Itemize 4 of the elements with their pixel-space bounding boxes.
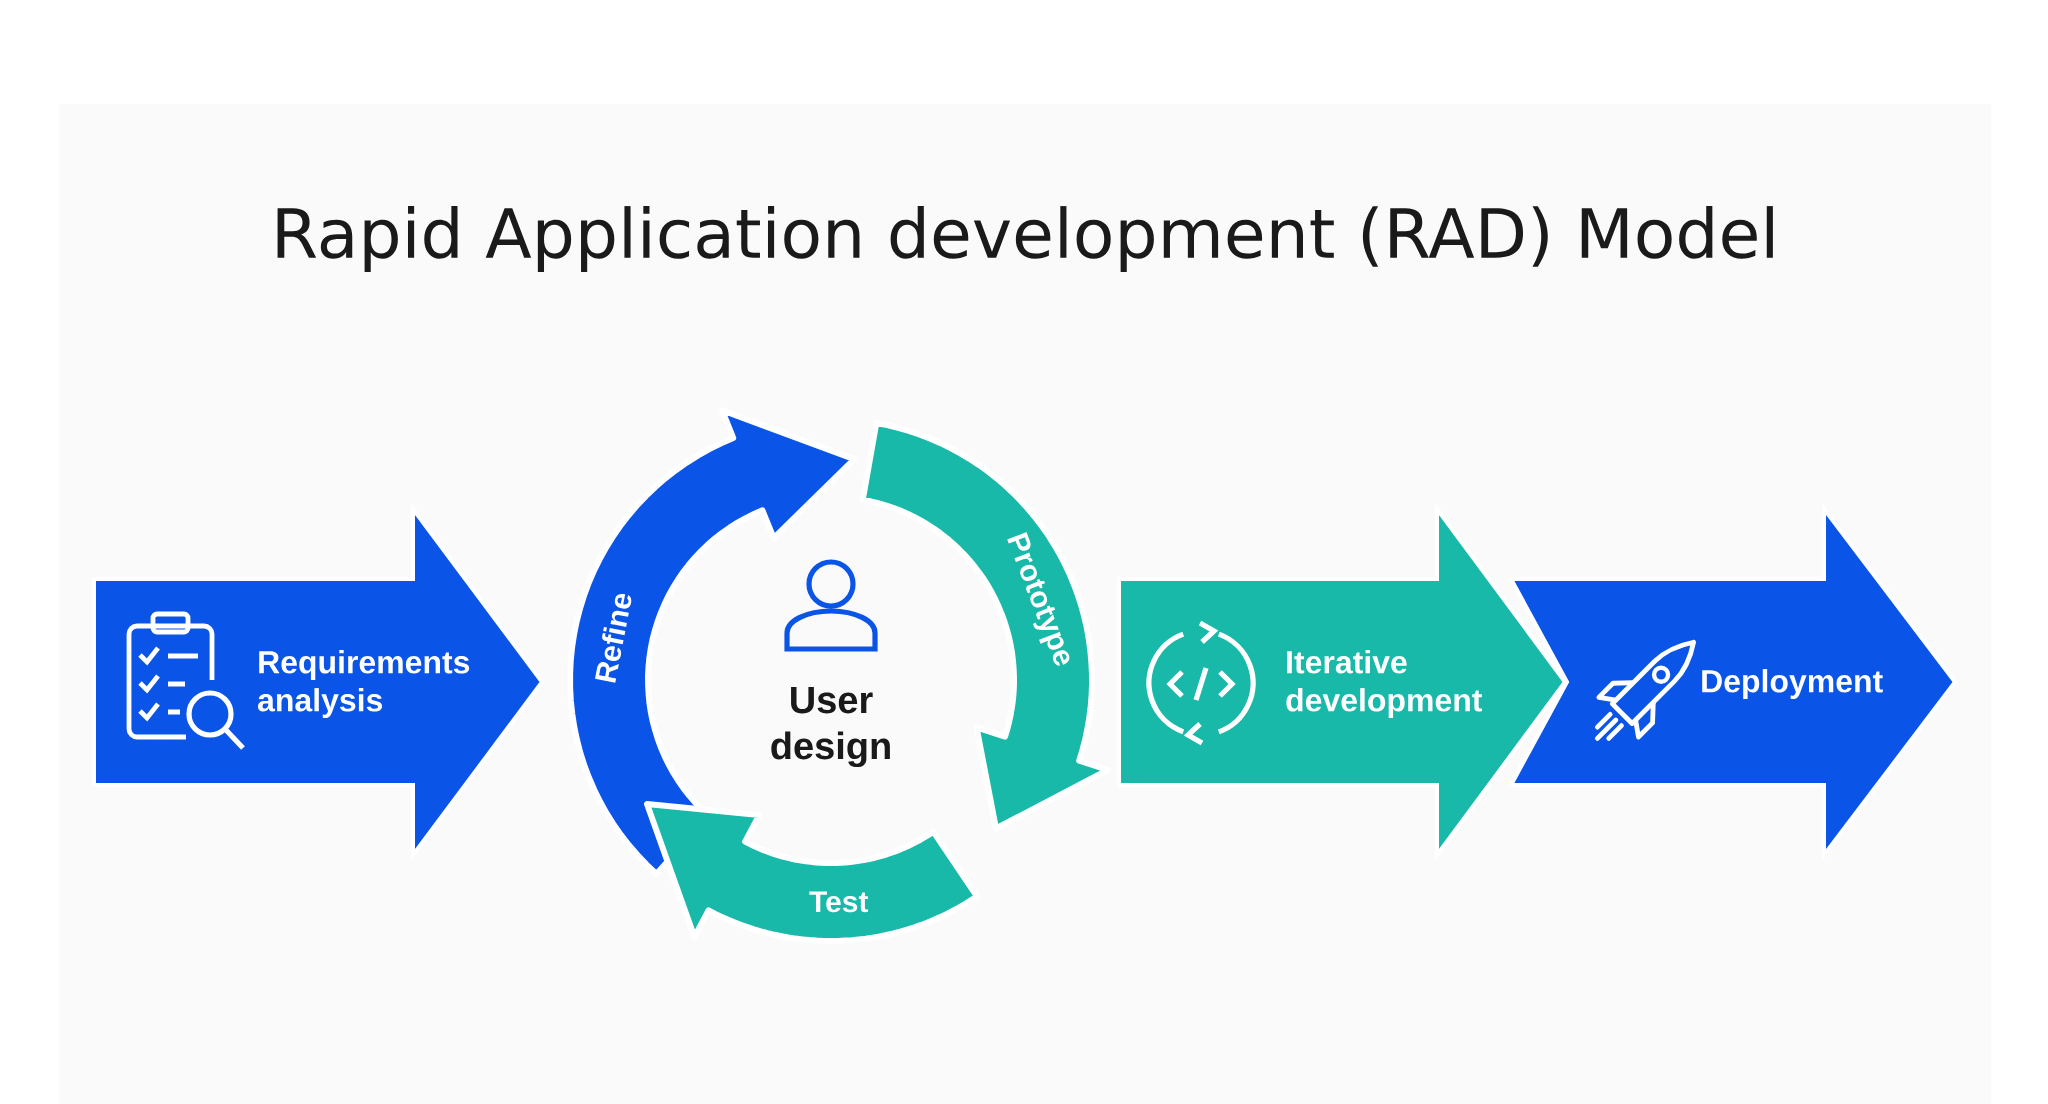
cycle-segment: Test: [644, 801, 980, 944]
phase-block: Requirements analysis: [92, 502, 545, 862]
center-label: User design: [771, 686, 890, 768]
title: Rapid Application development (RAD) Model: [277, 206, 1773, 272]
